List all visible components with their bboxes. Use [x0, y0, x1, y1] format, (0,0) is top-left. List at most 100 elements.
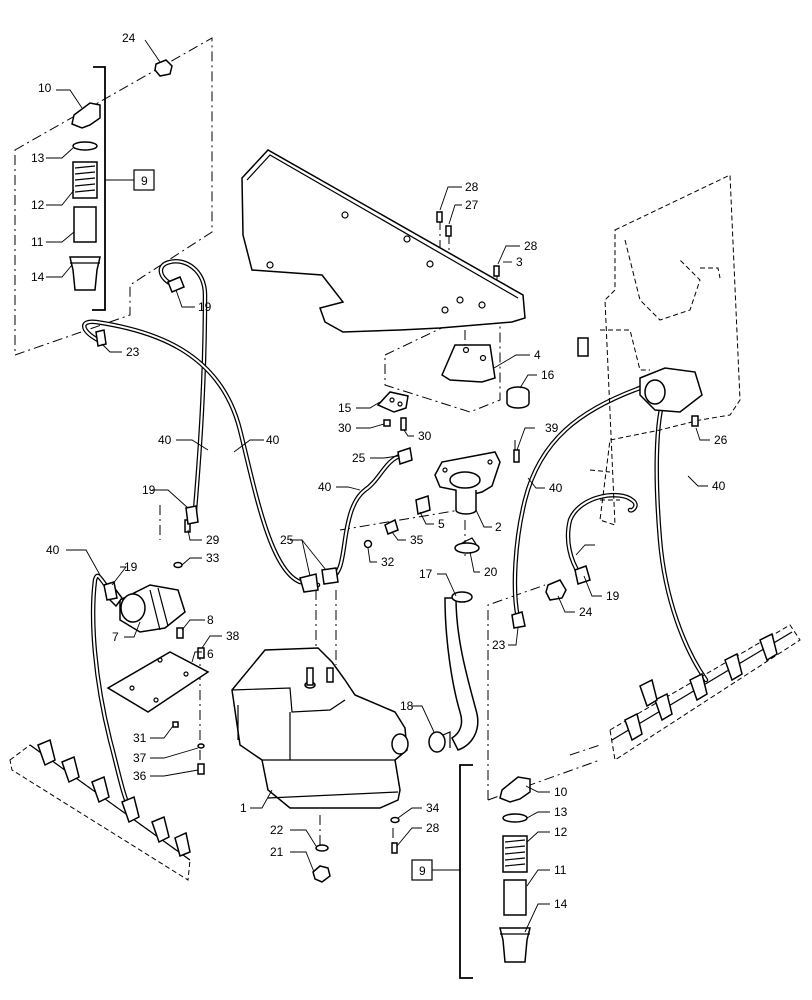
callout-27: 27: [465, 198, 479, 212]
fitting-19-mid: [185, 505, 199, 525]
callout-1: 1: [240, 801, 247, 815]
callout-33: 33: [206, 551, 220, 565]
machine-outline-right: [577, 174, 741, 526]
callout-35: 35: [410, 533, 424, 547]
callout-28: 28: [465, 180, 479, 194]
screw-26: [691, 415, 699, 427]
elbow-fitting-10-upper: [71, 102, 101, 129]
callout-13: 13: [31, 151, 45, 165]
callout-40: 40: [318, 480, 332, 494]
callout-12: 12: [554, 825, 568, 839]
callout-28: 28: [426, 821, 440, 835]
callout-22: 22: [270, 823, 284, 837]
filter-assembly-upper: [69, 59, 173, 311]
fitting-25-right: [321, 567, 339, 585]
o-ring-13-lower: [502, 813, 528, 823]
callout-21: 21: [270, 845, 284, 859]
filter-bowl-14-upper: [69, 256, 101, 291]
callout-5: 5: [438, 517, 445, 531]
callout-2: 2: [495, 520, 502, 534]
callout-4: 4: [534, 348, 541, 362]
fitting-25-top: [397, 447, 413, 465]
filler-hose-17: [444, 591, 479, 751]
filter-bowl-14-lower: [499, 927, 531, 963]
leader-lines: [46, 39, 710, 933]
drain-plug-21: [312, 865, 331, 883]
callout-9: 9: [419, 864, 426, 878]
callout-10: 10: [38, 81, 52, 95]
callout-34: 34: [426, 801, 440, 815]
callout-8: 8: [207, 613, 214, 627]
filter-element-12-upper: [72, 161, 98, 199]
callout-13: 13: [554, 805, 568, 819]
fitting-19-pump: [103, 581, 118, 601]
filler-neck-2: [434, 451, 501, 515]
bracket-line-upper: [92, 66, 106, 311]
nut-36: [197, 763, 205, 775]
screw-27: [445, 225, 452, 237]
fitting-19-right: [574, 565, 591, 585]
screw-39: [513, 449, 520, 463]
callout-19: 19: [198, 300, 212, 314]
filter-sleeve-11-upper: [73, 206, 97, 243]
callout-23: 23: [492, 638, 506, 652]
callout-18: 18: [400, 699, 414, 713]
elbow-fitting-10-lower: [499, 776, 531, 803]
clip-5: [415, 495, 431, 515]
callout-19: 19: [142, 483, 156, 497]
callout-40: 40: [266, 433, 280, 447]
washer-22: [315, 844, 329, 852]
water-tank-1: [231, 647, 409, 809]
hex-nut-24-right: [545, 579, 567, 601]
grommet-16: [506, 386, 530, 409]
fitting-19-top: [167, 276, 185, 293]
callout-30: 30: [418, 429, 432, 443]
callout-32: 32: [381, 555, 395, 569]
callout-12: 12: [31, 198, 45, 212]
callout-24: 24: [122, 31, 136, 45]
callout-36: 36: [133, 769, 147, 783]
screw-28-top: [436, 211, 443, 223]
callout-23: 23: [126, 345, 140, 359]
callout-40: 40: [46, 543, 60, 557]
callout-7: 7: [112, 630, 119, 644]
boundary-line-upper-left: [14, 37, 213, 356]
callout-20: 20: [484, 565, 498, 579]
callout-19: 19: [124, 560, 138, 574]
callout-31: 31: [133, 731, 147, 745]
fitting-23-right: [511, 611, 526, 629]
callout-15: 15: [338, 401, 352, 415]
hose-clamp-20: [454, 537, 480, 554]
boundary-line-tank-fitting: [315, 590, 394, 845]
callout-26: 26: [714, 433, 728, 447]
callout-38: 38: [226, 629, 240, 643]
callout-10: 10: [554, 785, 568, 799]
screw-28-mid: [493, 265, 500, 277]
filter-sleeve-11-lower: [503, 879, 527, 916]
callout-39: 39: [545, 421, 559, 435]
boundary-line-right-filter: [487, 584, 601, 801]
callout-6: 6: [207, 647, 214, 661]
spray-bar-left: [9, 738, 191, 881]
o-ring-13-upper: [72, 141, 98, 151]
washer-37: [197, 743, 205, 749]
hex-nut-24-upper: [154, 59, 173, 77]
callout-40: 40: [712, 479, 726, 493]
callout-30: 30: [338, 421, 352, 435]
bracket-line-lower: [459, 764, 473, 979]
callout-25: 25: [280, 533, 294, 547]
callout-11: 11: [554, 863, 567, 877]
callout-16: 16: [541, 368, 555, 382]
screw-30-right: [400, 417, 407, 431]
callout-40: 40: [549, 481, 563, 495]
fitting-25-left: [299, 573, 319, 593]
callout-37: 37: [133, 751, 147, 765]
mounting-plate-3: [241, 149, 526, 333]
washer-34: [390, 816, 400, 824]
mounting-plate-6: [106, 651, 210, 713]
callout-14: 14: [31, 270, 45, 284]
callout-11: 11: [31, 235, 44, 249]
spray-bar-right: [609, 624, 801, 761]
callout-17: 17: [419, 567, 433, 581]
fitting-8: [176, 627, 184, 639]
